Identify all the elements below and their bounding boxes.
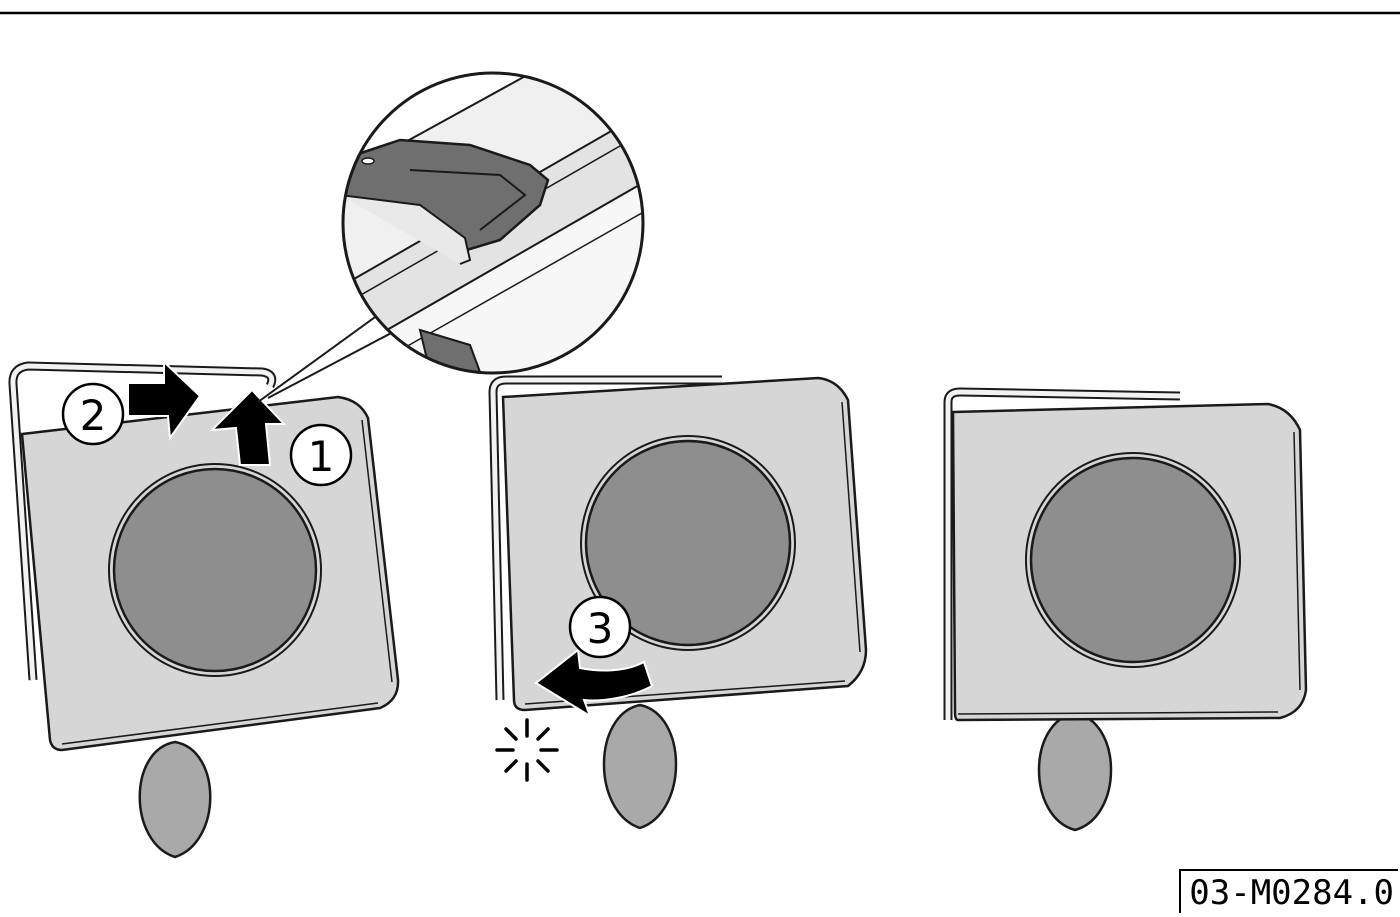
knob-right [1037, 711, 1113, 832]
assembly-middle [488, 375, 868, 830]
click-burst-icon [495, 718, 559, 782]
detail-magnifier [341, 71, 645, 375]
step-marker-1: 1 [289, 423, 353, 487]
svg-text:1: 1 [308, 432, 335, 481]
arrow-step-2 [127, 359, 202, 441]
step-marker-2: 2 [61, 382, 125, 446]
disc-middle [584, 439, 792, 647]
arrow-step-1 [209, 388, 287, 466]
disc-left [112, 467, 318, 673]
svg-text:3: 3 [587, 604, 614, 653]
knob-middle [602, 703, 678, 830]
step-marker-3: 3 [568, 595, 632, 659]
arrow-step-3 [534, 648, 654, 719]
disc-right [1029, 456, 1237, 664]
knob-left [138, 740, 212, 859]
figure-id-label: 03-M0284.0 [1179, 869, 1398, 913]
svg-text:2: 2 [80, 391, 107, 440]
assembly-left [8, 311, 400, 859]
assembly-right [943, 387, 1308, 832]
